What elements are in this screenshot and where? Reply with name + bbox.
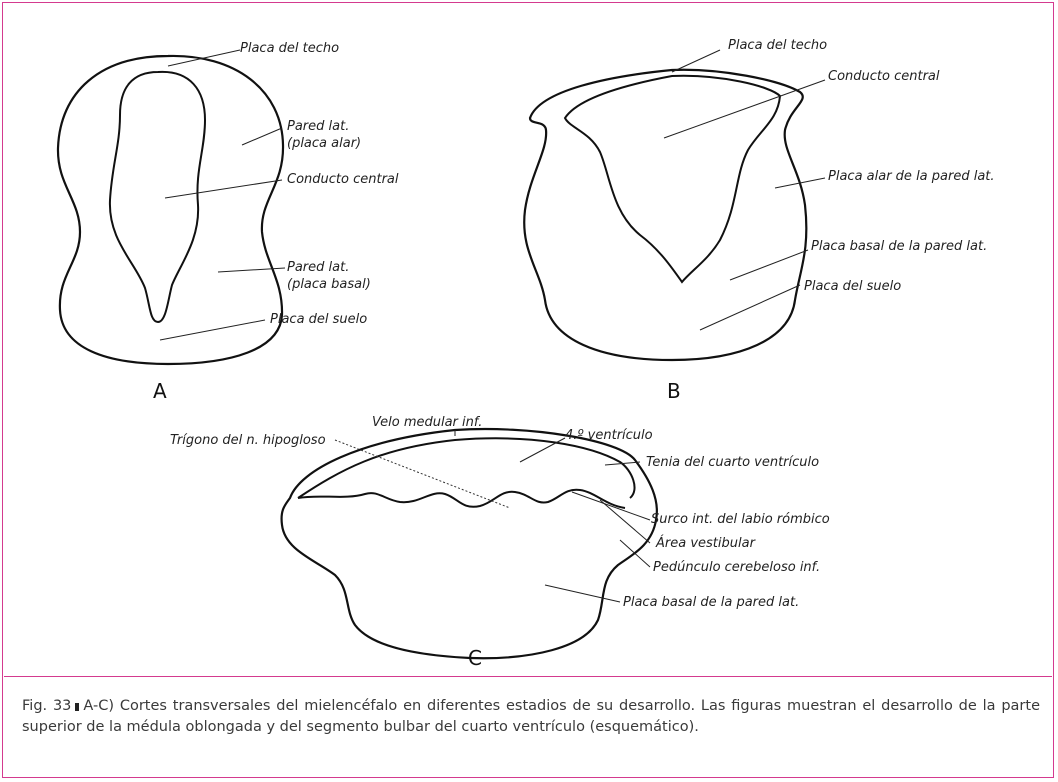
caption-bullet-icon (75, 703, 79, 711)
label-c-peduncle: Pedúnculo cerebeloso inf. (653, 560, 820, 575)
caption-text: A-C) Cortes transversales del mielencéfa… (22, 698, 1040, 735)
label-c-ventricle: 4.º ventrículo (565, 428, 653, 443)
label-a-lat-basal-2: (placa basal) (287, 277, 371, 292)
label-a-roof: Placa del techo (240, 41, 339, 56)
figure-c-outline (282, 429, 657, 658)
figure-c-letter: C (468, 646, 482, 670)
label-c-vestibular: Área vestibular (655, 535, 757, 551)
label-c-tenia: Tenia del cuarto ventrículo (646, 455, 819, 470)
label-b-floor: Placa del suelo (804, 279, 901, 294)
label-b-roof: Placa del techo (728, 38, 827, 53)
label-c-velum: Velo medular inf. (372, 415, 482, 430)
label-c-trigone: Trígono del n. hipogloso (170, 433, 326, 448)
figure-b-letter: B (667, 379, 681, 403)
label-a-central: Conducto central (287, 172, 399, 187)
label-c-sulcus: Surco int. del labio rómbico (651, 512, 830, 527)
label-c-basal: Placa basal de la pared lat. (623, 595, 799, 610)
label-a-floor: Placa del suelo (270, 312, 367, 327)
figure-c: Velo medular inf. Trígono del n. hipoglo… (170, 415, 830, 670)
label-a-lat-alar-2: (placa alar) (287, 136, 361, 151)
figure-a: Placa del techo Pared lat. (placa alar) … (58, 41, 399, 403)
label-b-central: Conducto central (828, 69, 940, 84)
figure-a-letter: A (153, 379, 167, 403)
label-a-lat-basal-1: Pared lat. (287, 260, 349, 275)
figure-b: Placa del techo Conducto central Placa a… (524, 38, 994, 403)
label-a-lat-alar-1: Pared lat. (287, 119, 349, 134)
caption-fig-number: Fig. 33 (22, 698, 71, 714)
label-b-basal: Placa basal de la pared lat. (811, 239, 987, 254)
label-b-alar: Placa alar de la pared lat. (828, 169, 995, 184)
